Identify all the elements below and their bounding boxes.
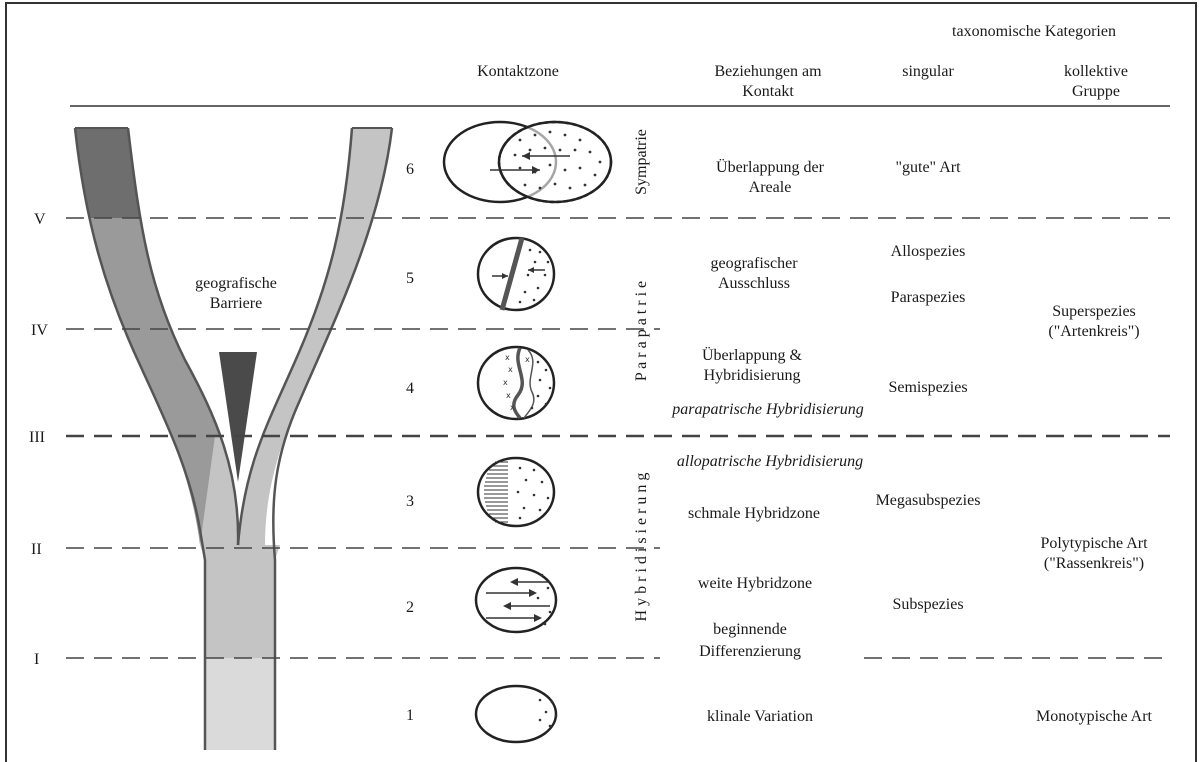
stage-number-3: 3 [406,493,414,510]
relation-5-line1: geografischer [710,255,798,272]
wide-hybrid-zone-icon [476,568,556,632]
stage-number-1: 1 [406,707,414,724]
collective-monotypic: Monotypische Art [1036,708,1153,725]
stage-number-4: 4 [406,380,414,397]
relation-header-line1: Beziehungen am [714,63,822,80]
narrow-hybrid-zone-icon [478,458,554,526]
hybridisation-label: H y b r i d i s i e r u n g [633,473,650,622]
collective-header-line1: kollektive [1064,63,1128,80]
relation-2b-line1: beginnende [713,621,787,638]
singular-5b: Paraspezies [891,289,966,306]
singular-4: Semispezies [888,379,967,396]
collective-superspezies-line1: Superspezies [1052,303,1136,320]
relation-header-line2: Kontakt [742,83,794,100]
stage-number-2: 2 [406,599,414,616]
relation-2b-line2: Differenzierung [699,643,801,660]
relation-parapatric-hybrid: parapatrische Hybridisierung [671,401,864,418]
level-label-ii: II [31,541,42,558]
svg-text:x: x [506,391,511,400]
contact-zone-header: Kontaktzone [477,63,559,80]
relation-6-line2: Areale [749,179,792,196]
collective-polytypic-line1: Polytypische Art [1040,535,1148,552]
svg-text:x: x [503,378,508,387]
clinal-variation-icon [476,686,557,742]
relation-6-line1: Überlappung der [716,158,825,176]
level-label-iv: IV [31,322,48,339]
left-branch [60,120,260,556]
level-label-i: I [34,651,39,668]
stage-number-6: 6 [406,161,414,178]
barrier-label-line1: geografische [195,275,277,292]
relation-1: klinale Variation [707,708,813,725]
stem-upper [205,545,275,658]
level-label-iii: III [29,429,45,446]
relation-4-line2: Hybridisierung [704,367,801,384]
sympatry-label: Sympatrie [633,129,650,195]
relation-3: schmale Hybridzone [688,505,820,522]
sympatry-overlap-icon [444,122,611,202]
taxonomy-header: taxonomische Kategorien [952,23,1116,40]
singular-3: Megasubspezies [876,492,981,509]
relation-4-line1: Überlappung & [702,346,803,364]
stage-number-5: 5 [406,270,414,287]
relation-allopatric-hybrid: allopatrische Hybridisierung [677,453,863,470]
svg-text:x: x [505,353,510,362]
svg-text:x: x [525,355,530,364]
collective-header-line2: Gruppe [1072,83,1120,100]
barrier-label-line2: Barriere [210,295,262,312]
level-label-v: V [34,211,46,228]
stem-base [205,658,275,750]
svg-text:x: x [508,365,513,374]
relation-5-line2: Ausschluss [718,275,790,292]
parapatry-label: P a r a p a t r i e [633,281,650,381]
relation-2: weite Hybridzone [698,575,812,592]
parapatry-exclusion-icon [478,238,554,310]
collective-polytypic-line2: ("Rassenkreis") [1044,555,1144,572]
right-branch [230,120,410,560]
collective-superspezies-line2: ("Artenkreis") [1048,323,1139,340]
svg-text:x: x [510,403,515,412]
singular-2: Subspezies [892,596,963,613]
singular-6: "gute" Art [895,159,961,176]
singular-5a: Allospezies [891,243,966,260]
singular-header: singular [902,63,954,80]
